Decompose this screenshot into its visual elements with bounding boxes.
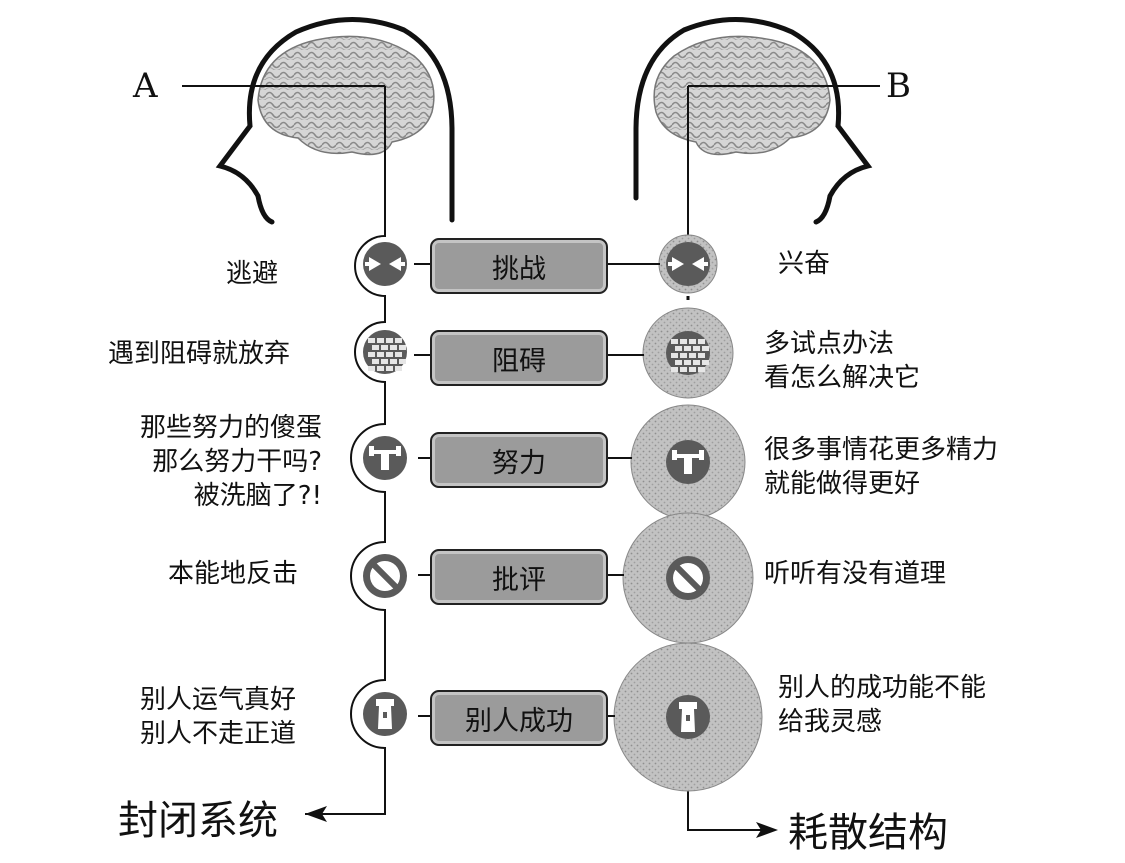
a-reaction-obstacle: 遇到阻碍就放弃 (108, 338, 290, 372)
a-dumbbell-icon (363, 436, 407, 480)
criticism-box: 批评 (430, 549, 608, 605)
b-reaction-others-success: 别人的成功能不能 给我灵感 (778, 672, 986, 740)
b-prohibited-icon (666, 556, 710, 600)
head-b-brain (653, 35, 831, 156)
head-a (215, 17, 455, 225)
b-reaction-challenge: 兴奋 (778, 248, 830, 282)
obstacle-box: 阻碍 (430, 330, 608, 386)
a-arrow-head (305, 806, 327, 822)
head-a-brain (257, 35, 435, 156)
a-reaction-line: 逃避 (226, 259, 279, 289)
b-brick-wall-icon (666, 331, 710, 375)
b-reaction-obstacle: 多试点办法 看怎么解决它 (764, 328, 920, 396)
head-b-letter: B (886, 66, 911, 106)
b-reaction-effort: 很多事情花更多精力 就能做得更好 (764, 434, 998, 502)
b-reaction-line: 别人的成功能不能 (778, 673, 987, 703)
others-success-box: 别人成功 (430, 690, 608, 746)
a-reaction-others-success: 别人运气真好 别人不走正道 (140, 684, 296, 752)
b-double-arrow-icon (666, 242, 710, 286)
a-reaction-line: 遇到阻碍就放弃 (108, 339, 291, 369)
b-dumbbell-icon (666, 440, 710, 484)
b-tower-icon (666, 695, 710, 739)
closed-system-label: 封闭系统 (118, 798, 278, 844)
a-double-arrow-icon (363, 242, 407, 286)
head-a-letter: A (133, 66, 158, 106)
b-reaction-criticism: 听听有没有道理 (764, 558, 946, 592)
b-arrow-head (756, 822, 778, 838)
challenge-box: 挑战 (430, 238, 608, 294)
a-reaction-line: 被洗脑了?! (193, 480, 322, 511)
a-reaction-effort: 那些努力的傻蛋 那么努力干吗? 被洗脑了?! (110, 412, 322, 513)
a-reaction-criticism: 本能地反击 (168, 558, 298, 592)
dissipative-structure-label: 耗散结构 (788, 810, 948, 856)
a-reaction-line: 别人不走正道 (140, 718, 297, 749)
a-stem-line (305, 86, 386, 815)
a-tower-icon (363, 692, 407, 736)
a-reaction-line: 那些努力的傻蛋 (139, 413, 322, 443)
b-reaction-line: 兴奋 (778, 249, 831, 279)
a-reaction-line: 别人运气真好 (140, 685, 297, 715)
b-reaction-line: 给我灵感 (778, 706, 883, 737)
a-prohibited-icon (363, 554, 407, 598)
a-reaction-line: 本能地反击 (168, 559, 299, 589)
head-b (633, 17, 873, 225)
b-reaction-line: 听听有没有道理 (764, 559, 947, 589)
a-reaction-challenge: 逃避 (226, 258, 278, 292)
a-reaction-line: 那么努力干吗? (152, 446, 322, 477)
b-exit-line (687, 780, 772, 831)
b-reaction-line: 就能做得更好 (764, 468, 921, 499)
b-reaction-line: 看怎么解决它 (764, 362, 921, 393)
head-a-profile (215, 17, 455, 225)
effort-box: 努力 (430, 432, 608, 488)
a-brick-wall-icon (363, 330, 407, 374)
head-b-profile (633, 17, 873, 225)
b-reaction-line: 多试点办法 (764, 329, 895, 359)
b-reaction-line: 很多事情花更多精力 (764, 435, 999, 465)
